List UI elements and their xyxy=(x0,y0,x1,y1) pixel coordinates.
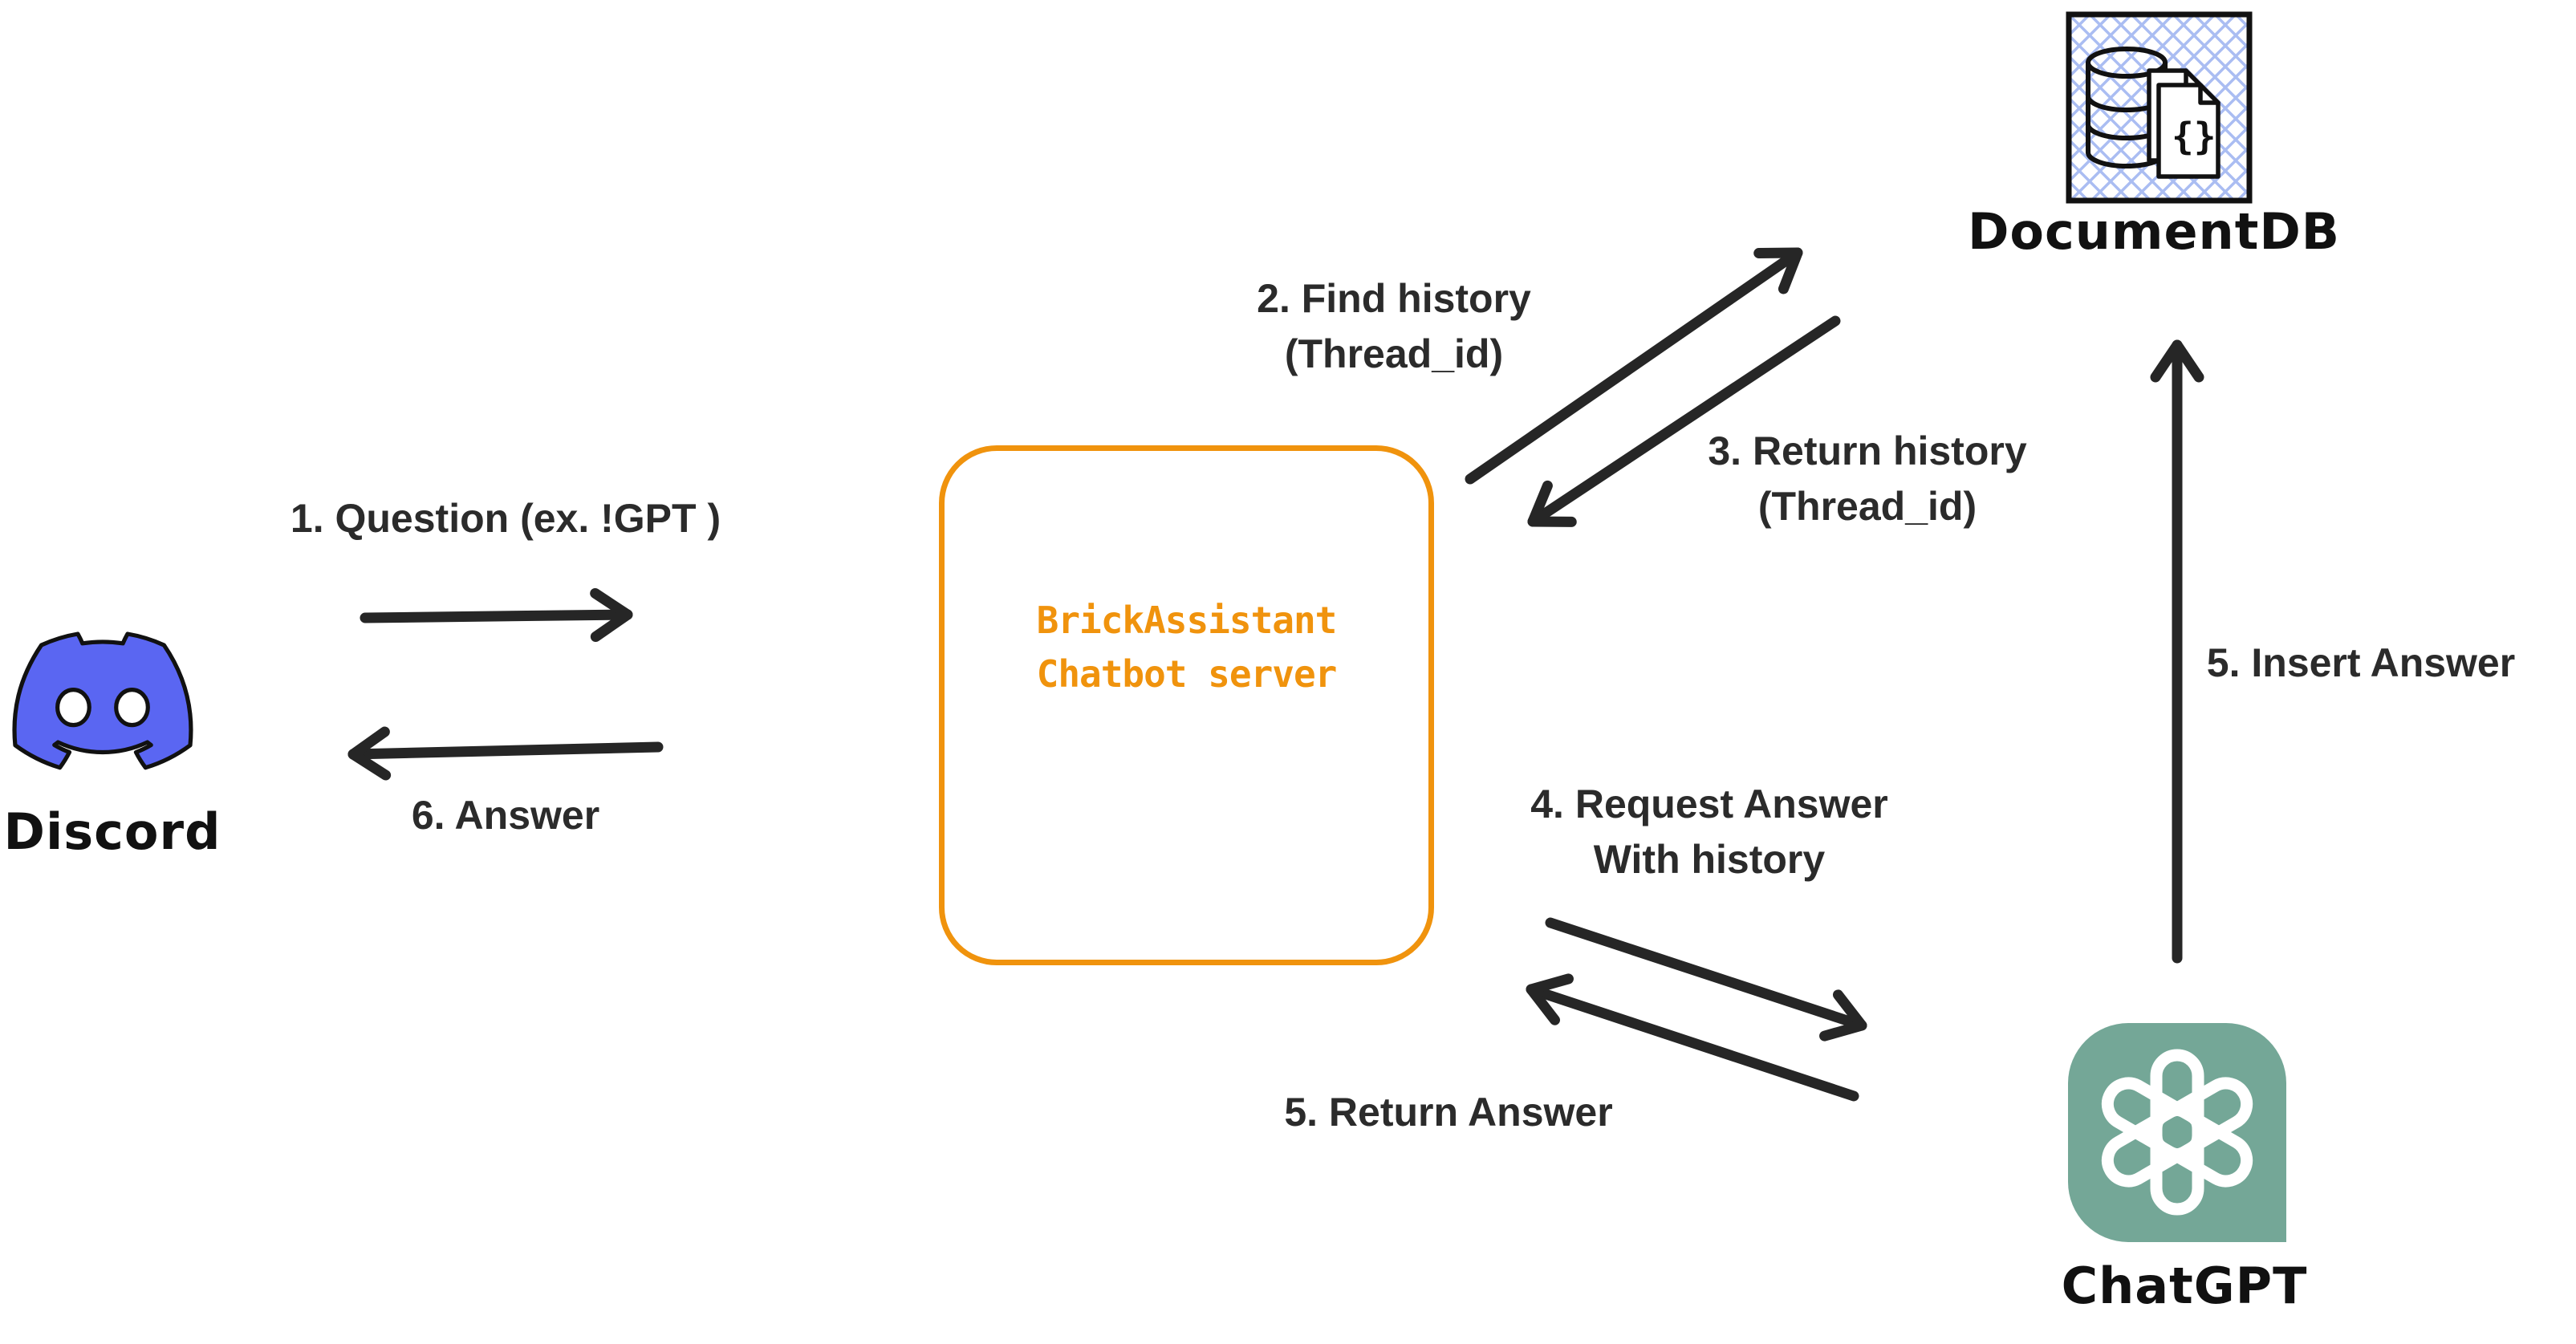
edge-label-request-answer-line2: With history xyxy=(1593,837,1826,882)
documentdb-icon: {} xyxy=(2066,11,2253,204)
server-node: BrickAssistant Chatbot server xyxy=(939,445,1434,965)
arrow-return-history xyxy=(1527,315,1841,527)
arrow-find-history xyxy=(1465,247,1803,485)
edge-label-return-history: 3. Return history (Thread_id) xyxy=(1708,424,2026,534)
documentdb-node-label: DocumentDB xyxy=(1967,202,2341,261)
edge-label-insert-answer: 5. Insert Answer xyxy=(2206,640,2516,685)
server-label-line2: Chatbot server xyxy=(1036,652,1338,696)
discord-node-label: Discord xyxy=(3,802,221,861)
server-node-label: BrickAssistant Chatbot server xyxy=(945,594,1428,700)
chatgpt-icon xyxy=(2068,1023,2286,1242)
openai-knot-icon xyxy=(2101,1049,2253,1216)
arrow-answer xyxy=(347,726,664,781)
json-document-icon: {} xyxy=(2147,68,2220,179)
chatgpt-node-label: ChatGPT xyxy=(2061,1257,2308,1315)
edge-label-return-answer: 5. Return Answer xyxy=(1284,1090,1613,1135)
edge-label-return-history-line2: (Thread_id) xyxy=(1757,484,1977,529)
server-label-line1: BrickAssistant xyxy=(1036,599,1338,642)
arrow-question xyxy=(360,587,633,642)
edge-label-find-history: 2. Find history (Thread_id) xyxy=(1257,271,1531,382)
discord-icon xyxy=(12,631,193,770)
edge-label-request-answer-line1: 4. Request Answer xyxy=(1530,782,1888,826)
arrow-request-answer xyxy=(1545,917,1867,1041)
edge-label-question: 1. Question (ex. !GPT ) xyxy=(290,496,721,541)
edge-label-find-history-line1: 2. Find history xyxy=(1257,276,1531,321)
edge-label-answer: 6. Answer xyxy=(411,793,600,838)
arrow-return-answer xyxy=(1526,973,1859,1102)
edge-label-find-history-line2: (Thread_id) xyxy=(1284,331,1504,376)
braces-glyph: {} xyxy=(2172,115,2216,158)
edge-label-request-answer: 4. Request Answer With history xyxy=(1530,777,1888,887)
edge-label-return-history-line1: 3. Return history xyxy=(1708,428,2027,473)
